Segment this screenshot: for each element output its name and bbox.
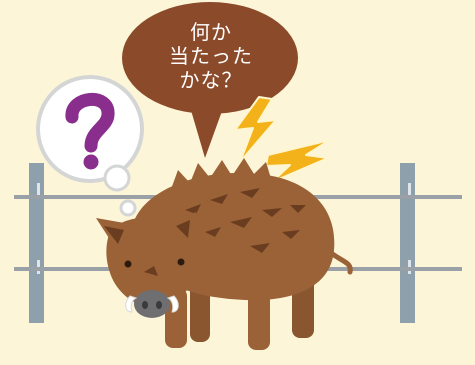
fence-post-right (400, 163, 415, 323)
speech-line-3: かな？ (179, 68, 243, 92)
speech-bubble (122, 2, 298, 158)
thought-bubble (36, 75, 144, 217)
boar-eye-right (177, 258, 185, 266)
lightning-icon (234, 96, 331, 183)
question-mark-icon (65, 93, 115, 170)
boar-eye-left (124, 260, 132, 268)
fence-post-left (29, 163, 44, 323)
speech-line-1: 何か (190, 20, 232, 44)
speech-line-2: 当たった (169, 44, 253, 68)
speech-bubble-text: 何か 当たった かな？ (150, 20, 272, 92)
boar-illustration (96, 158, 353, 350)
boar-snout (134, 290, 170, 318)
